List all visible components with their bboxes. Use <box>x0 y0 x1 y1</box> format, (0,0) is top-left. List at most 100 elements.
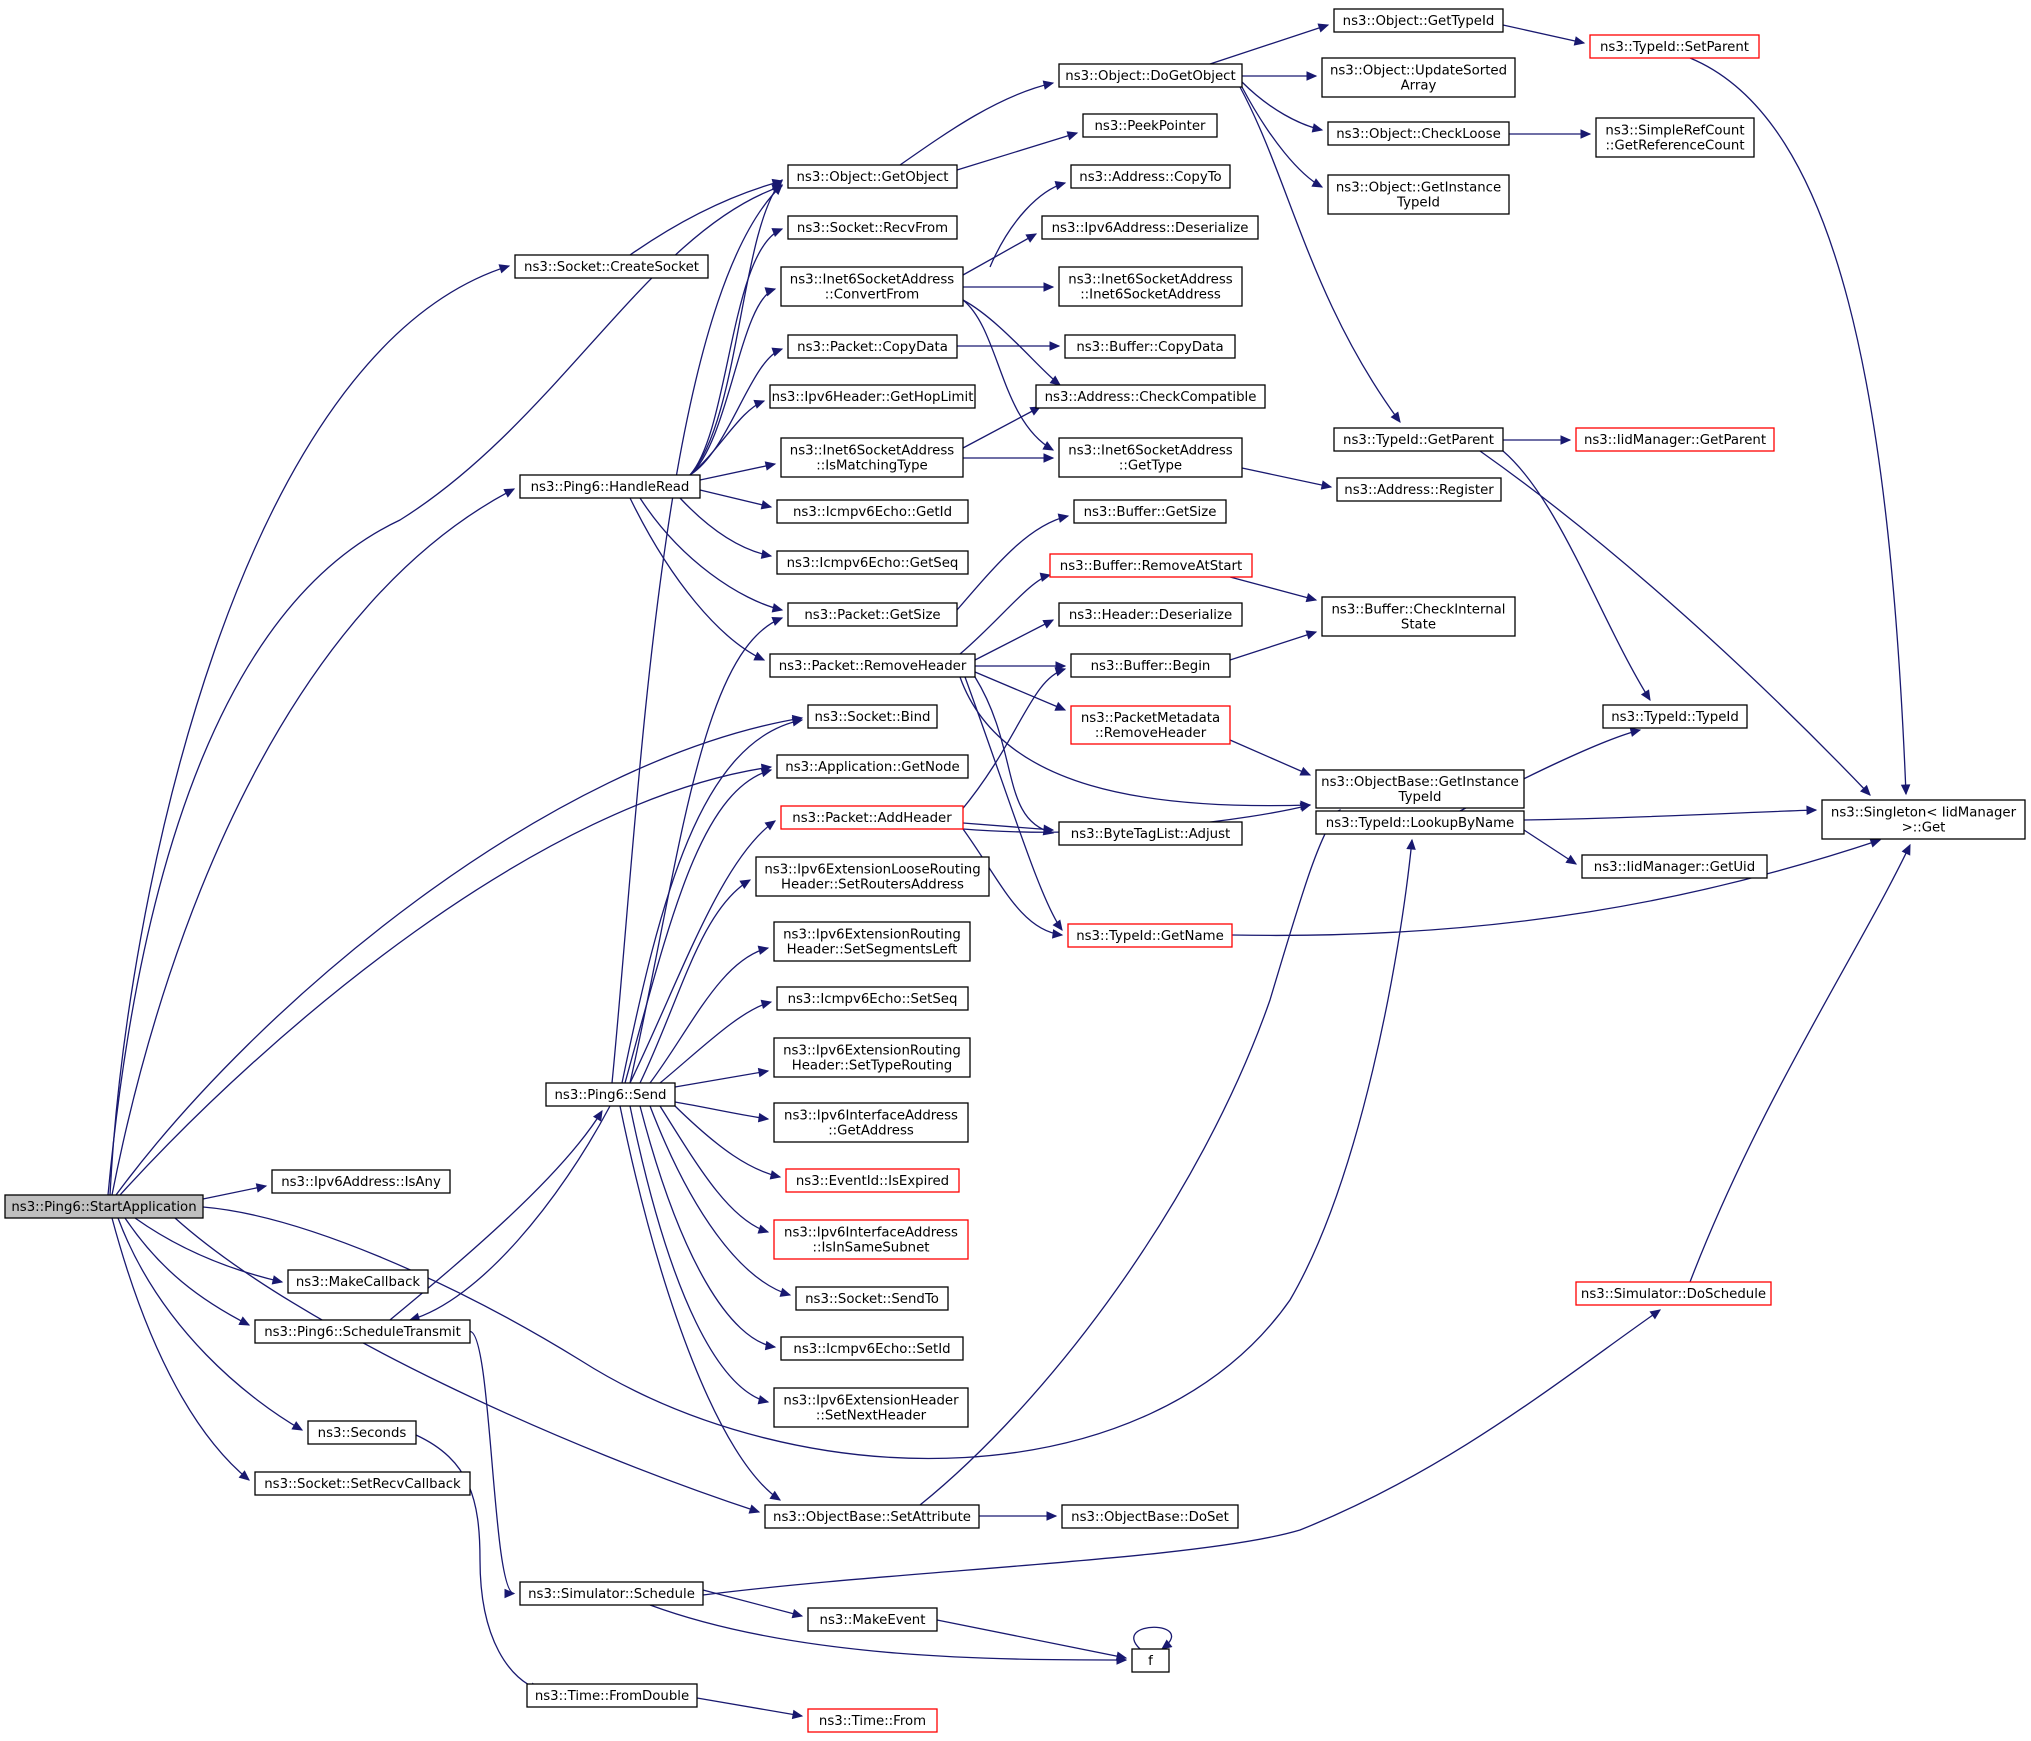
node-label-checkcompatible-0: ns3::Address::CheckCompatible <box>1045 390 1257 405</box>
edge-handleread-to-echogetseq <box>679 497 772 557</box>
node-makeevent[interactable]: ns3::MakeEvent <box>807 1607 938 1632</box>
node-peekpointer[interactable]: ns3::PeekPointer <box>1082 113 1218 138</box>
edge-handleread-to-ismatchingtype <box>699 463 776 481</box>
node-echogetseq[interactable]: ns3::Icmpv6Echo::GetSeq <box>776 550 969 575</box>
node-gettypeid[interactable]: ns3::Object::GetTypeId <box>1333 8 1504 33</box>
edge-send-to-setid <box>639 1105 776 1348</box>
node-label-singletonget-0: ns3::Singleton< IidManager <box>1831 806 2017 821</box>
node-copyto[interactable]: ns3::Address::CopyTo <box>1070 164 1231 189</box>
node-box-scheduletransmit <box>254 1319 471 1344</box>
node-bufcopydata[interactable]: ns3::Buffer::CopyData <box>1064 334 1236 359</box>
node-setparent[interactable]: ns3::TypeId::SetParent <box>1589 34 1760 59</box>
node-typeidctor[interactable]: ns3::TypeId::TypeId <box>1602 704 1748 729</box>
node-timefrom[interactable]: ns3::Time::From <box>807 1708 938 1733</box>
node-setnextheader[interactable]: ns3::Ipv6ExtensionHeader::SetNextHeader <box>773 1387 969 1428</box>
node-setroutersaddress[interactable]: ns3::Ipv6ExtensionLooseRoutingHeader::Se… <box>755 856 990 897</box>
arrowhead-lookupbyname-to-typeidctor <box>1629 727 1642 737</box>
node-settyperouting[interactable]: ns3::Ipv6ExtensionRoutingHeader::SetType… <box>773 1037 971 1078</box>
node-doschedule[interactable]: ns3::Simulator::DoSchedule <box>1575 1281 1772 1306</box>
node-f[interactable]: f <box>1131 1648 1170 1673</box>
arrowhead-addheader-to-bufbegin <box>1054 667 1067 677</box>
node-adjust[interactable]: ns3::ByteTagList::Adjust <box>1058 821 1243 846</box>
node-inet6ctor[interactable]: ns3::Inet6SocketAddress::Inet6SocketAddr… <box>1058 266 1243 307</box>
node-checkloose[interactable]: ns3::Object::CheckLoose <box>1327 121 1510 146</box>
node-label-dogetobject-0: ns3::Object::DoGetObject <box>1065 69 1235 84</box>
edge-start-to-createsocket <box>109 265 510 1196</box>
node-box-iidgetparent <box>1575 427 1775 452</box>
node-setrecvcallback[interactable]: ns3::Socket::SetRecvCallback <box>254 1471 471 1496</box>
node-gethoplimit[interactable]: ns3::Ipv6Header::GetHopLimit <box>769 384 976 409</box>
edge-send-to-getobject <box>611 184 783 1084</box>
node-bind[interactable]: ns3::Socket::Bind <box>807 704 938 729</box>
node-simschedule[interactable]: ns3::Simulator::Schedule <box>519 1581 704 1606</box>
node-pktgetsize[interactable]: ns3::Packet::GetSize <box>787 602 958 627</box>
node-createsocket[interactable]: ns3::Socket::CreateSocket <box>514 254 709 279</box>
node-bufgetsize[interactable]: ns3::Buffer::GetSize <box>1073 499 1227 524</box>
node-deserialize[interactable]: ns3::Ipv6Address::Deserialize <box>1041 215 1259 240</box>
node-addheader[interactable]: ns3::Packet::AddHeader <box>780 805 964 830</box>
node-setid[interactable]: ns3::Icmpv6Echo::SetId <box>780 1336 964 1361</box>
node-setsegmentsleft[interactable]: ns3::Ipv6ExtensionRoutingHeader::SetSegm… <box>773 921 971 962</box>
node-isexpired[interactable]: ns3::EventId::IsExpired <box>785 1168 960 1193</box>
arrowhead-send-to-getaddress <box>757 1112 770 1123</box>
node-pmremoveheader[interactable]: ns3::PacketMetadata::RemoveHeader <box>1070 705 1231 745</box>
node-getobject[interactable]: ns3::Object::GetObject <box>787 164 958 189</box>
node-singletonget[interactable]: ns3::Singleton< IidManager >::Get <box>1821 799 2026 840</box>
node-setseq[interactable]: ns3::Icmpv6Echo::SetSeq <box>776 986 969 1011</box>
edge-addheader-to-getname <box>962 828 1063 936</box>
node-scheduletransmit[interactable]: ns3::Ping6::ScheduleTransmit <box>254 1319 471 1344</box>
node-removeatstart[interactable]: ns3::Buffer::RemoveAtStart <box>1049 553 1253 578</box>
node-sendto[interactable]: ns3::Socket::SendTo <box>795 1286 949 1311</box>
node-getaddress[interactable]: ns3::Ipv6InterfaceAddress::GetAddress <box>773 1102 969 1143</box>
node-getuid[interactable]: ns3::IidManager::GetUid <box>1581 854 1768 879</box>
node-start[interactable]: ns3::Ping6::StartApplication <box>4 1194 204 1219</box>
node-label-isinsamesubnet-1: ::IsInSameSubnet <box>812 1241 929 1256</box>
edge-send-to-addheader <box>629 820 776 1084</box>
node-label-pmremoveheader-0: ns3::PacketMetadata <box>1081 711 1220 726</box>
node-gettype[interactable]: ns3::Inet6SocketAddress::GetType <box>1058 437 1243 478</box>
node-dogetobject[interactable]: ns3::Object::DoGetObject <box>1058 63 1243 88</box>
node-label-getaddress-1: ::GetAddress <box>828 1124 914 1139</box>
node-getrefcount[interactable]: ns3::SimpleRefCount::GetReferenceCount <box>1595 117 1755 158</box>
node-register[interactable]: ns3::Address::Register <box>1336 477 1502 502</box>
node-isany[interactable]: ns3::Ipv6Address::IsAny <box>271 1169 451 1194</box>
node-label-setroutersaddress-0: ns3::Ipv6ExtensionLooseRouting <box>764 863 980 878</box>
node-box-handleread <box>519 474 701 499</box>
node-seconds[interactable]: ns3::Seconds <box>307 1420 417 1445</box>
edge-start-to-makecallback <box>134 1217 283 1283</box>
node-makecallback[interactable]: ns3::MakeCallback <box>287 1269 429 1294</box>
node-convertfrom[interactable]: ns3::Inet6SocketAddress::ConvertFrom <box>780 266 964 307</box>
node-echogetid[interactable]: ns3::Icmpv6Echo::GetId <box>776 499 969 524</box>
node-ismatchingtype[interactable]: ns3::Inet6SocketAddress::IsMatchingType <box>780 437 964 478</box>
edge-convertfrom-to-deserialize <box>962 233 1037 276</box>
node-tidgetparent[interactable]: ns3::TypeId::GetParent <box>1333 427 1504 452</box>
node-box-getuid <box>1581 854 1768 879</box>
node-iidgetparent[interactable]: ns3::IidManager::GetParent <box>1575 427 1775 452</box>
node-setattribute[interactable]: ns3::ObjectBase::SetAttribute <box>764 1504 980 1529</box>
node-box-copydata <box>787 334 958 359</box>
node-send[interactable]: ns3::Ping6::Send <box>545 1082 676 1107</box>
node-bufbegin[interactable]: ns3::Buffer::Begin <box>1070 653 1231 678</box>
arrowhead-send-to-setsegmentsleft <box>757 945 770 955</box>
node-fromdouble[interactable]: ns3::Time::FromDouble <box>526 1683 698 1708</box>
node-isinsamesubnet[interactable]: ns3::Ipv6InterfaceAddress::IsInSameSubne… <box>773 1219 969 1260</box>
node-getnode[interactable]: ns3::Application::GetNode <box>776 754 969 779</box>
node-recvfrom[interactable]: ns3::Socket::RecvFrom <box>787 215 958 240</box>
node-hdrdeserialize[interactable]: ns3::Header::Deserialize <box>1058 602 1243 627</box>
node-copydata[interactable]: ns3::Packet::CopyData <box>787 334 958 359</box>
node-handleread[interactable]: ns3::Ping6::HandleRead <box>519 474 701 499</box>
node-checkcompatible[interactable]: ns3::Address::CheckCompatible <box>1035 384 1266 409</box>
node-label-hdrdeserialize-0: ns3::Header::Deserialize <box>1069 608 1232 623</box>
node-getname[interactable]: ns3::TypeId::GetName <box>1067 923 1233 948</box>
node-doset[interactable]: ns3::ObjectBase::DoSet <box>1061 1504 1239 1529</box>
node-removeheader[interactable]: ns3::Packet::RemoveHeader <box>769 653 976 678</box>
arrowhead-removeheader-to-getname <box>1052 919 1063 931</box>
graph-nodes: ns3::Ping6::StartApplicationns3::Socket:… <box>4 8 2026 1733</box>
edge-start-to-setattribute <box>174 1217 760 1513</box>
node-lookupbyname[interactable]: ns3::TypeId::LookupByName <box>1315 810 1525 835</box>
node-label-setsegmentsleft-0: ns3::Ipv6ExtensionRouting <box>783 928 961 943</box>
